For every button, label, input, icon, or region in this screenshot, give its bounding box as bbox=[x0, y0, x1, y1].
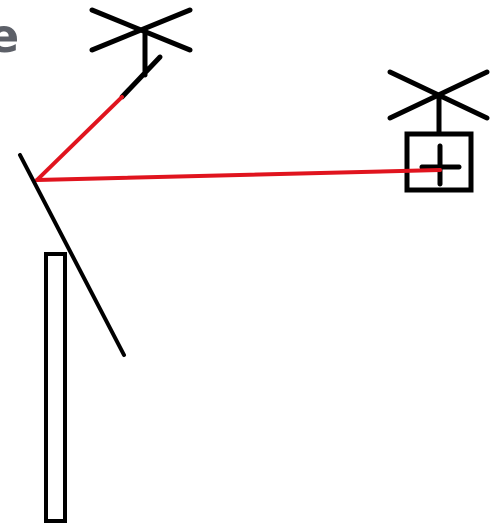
reflector-panel bbox=[20, 155, 124, 355]
drone-top bbox=[92, 10, 190, 97]
beam-to-top-drone bbox=[37, 97, 122, 180]
clipped-text: e bbox=[0, 9, 19, 63]
pole bbox=[46, 254, 65, 521]
drone-top-arm bbox=[122, 57, 160, 97]
beam-to-right-drone bbox=[37, 170, 440, 180]
signal-beams bbox=[37, 97, 440, 180]
